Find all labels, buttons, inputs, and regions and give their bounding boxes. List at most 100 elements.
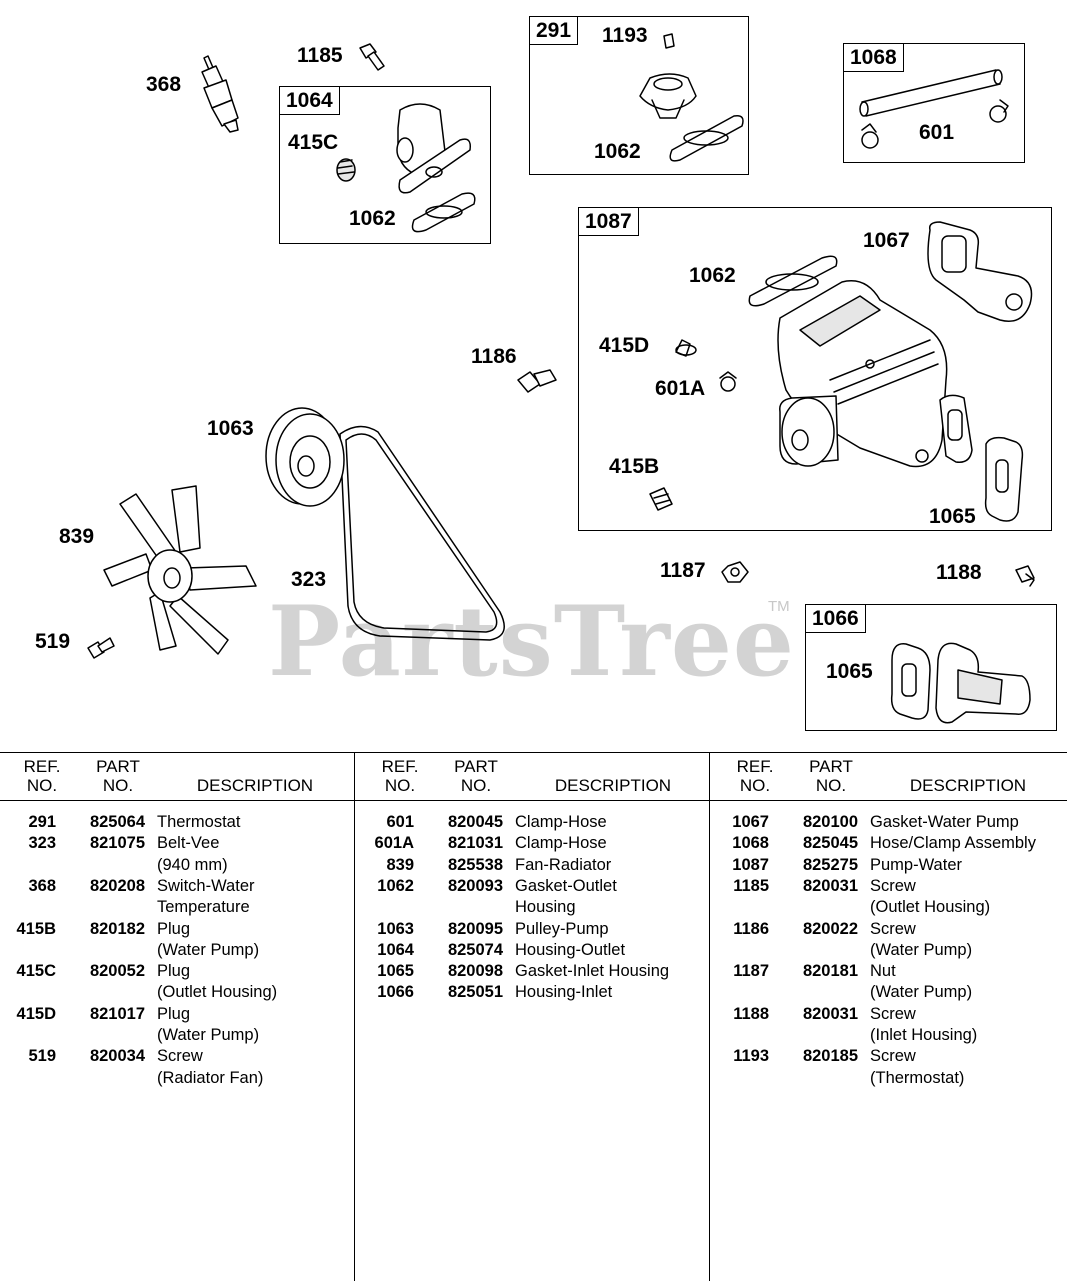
box-label-1064: 1064 [279, 86, 340, 116]
part-description: Gasket-Outlet [515, 876, 617, 895]
part-number: 821017 [89, 1004, 145, 1023]
part-number: 820095 [447, 919, 503, 938]
part-description: Belt-Vee [157, 834, 220, 853]
ref-number: 1187 [733, 962, 769, 981]
header-description: DESCRIPTION [196, 776, 314, 795]
screw-1185-drawing [359, 43, 385, 71]
part-number: 821031 [447, 834, 503, 853]
header-part-line1: PART [96, 757, 140, 776]
callout-1062-outlet: 1062 [349, 207, 396, 230]
callout-1067: 1067 [863, 229, 910, 252]
part-description-detail: (Radiator Fan) [157, 1068, 264, 1087]
ref-number: 1062 [377, 876, 414, 895]
ref-number: 1188 [733, 1004, 769, 1023]
screw-1186-drawing [517, 369, 557, 393]
part-description: Plug [157, 919, 191, 938]
callout-1065-inlet: 1065 [826, 660, 873, 683]
part-number: 825074 [447, 940, 503, 959]
ref-number: 601A [374, 834, 414, 853]
ref-number: 1068 [732, 834, 769, 853]
callout-1186: 1186 [471, 345, 517, 368]
callout-1063: 1063 [207, 417, 254, 440]
ref-number: 415C [16, 962, 56, 981]
part-description: Fan-Radiator [515, 855, 612, 874]
part-description: Housing-Outlet [515, 940, 626, 959]
callout-601a: 601A [655, 377, 706, 400]
part-number: 820182 [89, 919, 145, 938]
ref-number: 1193 [733, 1047, 769, 1066]
part-number: 825051 [447, 983, 503, 1002]
header-ref-line2: NO. [384, 776, 416, 795]
ref-number: 1087 [732, 855, 769, 874]
header-ref-line2: NO. [739, 776, 771, 795]
part-number: 825275 [802, 855, 858, 874]
ref-number: 415B [16, 919, 56, 938]
part-number: 825064 [89, 813, 145, 831]
nut-drawing [721, 561, 749, 583]
inlet-housing-drawing [890, 642, 1031, 724]
part-number: 820034 [89, 1047, 145, 1066]
callout-1062-pump: 1062 [689, 264, 736, 287]
ref-number: 1066 [377, 983, 414, 1002]
callout-1185: 1185 [297, 44, 343, 67]
ref-number: 839 [386, 855, 414, 874]
part-number: 820098 [447, 962, 503, 981]
part-description-detail: Temperature [157, 898, 250, 917]
callout-519: 519 [35, 630, 71, 653]
ref-number: 415D [16, 1004, 56, 1023]
outlet-housing-drawing [336, 103, 476, 233]
part-description: Clamp-Hose [515, 834, 607, 853]
part-description: Screw [870, 919, 916, 938]
part-description: Screw [870, 876, 916, 895]
screw-1188-drawing [1015, 565, 1035, 587]
header-ref-line1: REF. [381, 757, 419, 776]
part-description: Clamp-Hose [515, 813, 607, 831]
ref-number: 519 [28, 1047, 56, 1066]
part-description-detail: (Thermostat) [870, 1068, 965, 1087]
callout-415b: 415B [609, 455, 660, 478]
callout-1062-thermostat: 1062 [594, 140, 641, 163]
part-description-detail: (Water Pump) [157, 1025, 260, 1044]
header-part-line2: NO. [815, 776, 847, 795]
header-ref-line2: NO. [26, 776, 58, 795]
ref-number: 1185 [733, 876, 769, 895]
part-description-detail: (Water Pump) [157, 940, 260, 959]
ref-number: 323 [28, 834, 56, 853]
ref-number: 1064 [377, 940, 414, 959]
ref-number: 368 [28, 876, 56, 895]
callout-323: 323 [291, 568, 327, 591]
part-number: 820181 [802, 962, 858, 981]
part-description: Housing-Inlet [515, 983, 613, 1002]
ref-number: 601 [386, 813, 414, 831]
watermark-trademark: TM [768, 598, 790, 615]
header-part-line1: PART [809, 757, 853, 776]
part-description: Screw [870, 1047, 916, 1066]
callout-1187: 1187 [660, 559, 706, 582]
part-description: Plug [157, 1004, 191, 1023]
part-description: Pulley-Pump [515, 919, 609, 938]
inlet-housing-box: 1066 [805, 604, 1057, 731]
part-description: Plug [157, 962, 191, 981]
box-label-291: 291 [529, 16, 579, 46]
header-part-line1: PART [454, 757, 498, 776]
callout-1193: 1193 [602, 24, 648, 47]
callout-1188: 1188 [936, 561, 982, 584]
header-description: DESCRIPTION [909, 776, 1027, 795]
ref-number: 1063 [377, 919, 414, 938]
part-description: Thermostat [157, 813, 241, 831]
thermostat-drawing [639, 33, 744, 162]
ref-number: 1065 [377, 962, 414, 981]
box-label-1068: 1068 [843, 43, 904, 73]
part-description-detail: Housing [515, 898, 576, 917]
part-description-detail: (940 mm) [157, 855, 228, 874]
header-description: DESCRIPTION [554, 776, 672, 795]
part-number: 820031 [802, 1004, 858, 1023]
header-ref-no: REF.NO. [20, 757, 64, 795]
outlet-housing-box: 1064 [279, 86, 491, 244]
part-number: 820045 [447, 813, 503, 831]
header-part-line2: NO. [102, 776, 134, 795]
part-number: 820052 [89, 962, 145, 981]
